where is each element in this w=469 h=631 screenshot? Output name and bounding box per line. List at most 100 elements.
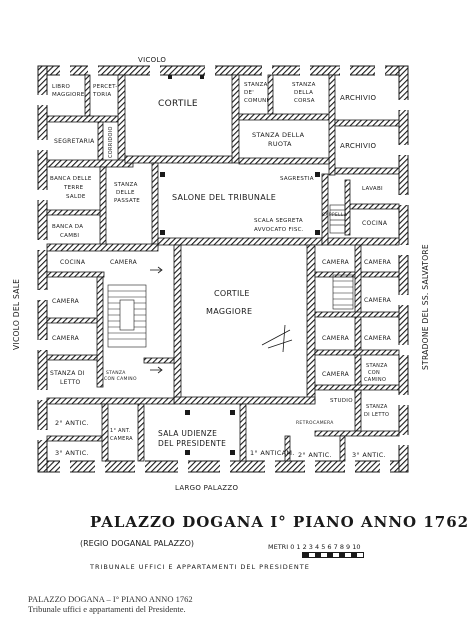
street-north: VICOLO bbox=[138, 56, 166, 64]
room-label-line: DELLA bbox=[294, 90, 313, 96]
room-label-line: STANZA bbox=[292, 82, 316, 88]
room-label-line: SCALA SEGRETA bbox=[254, 218, 303, 224]
room-cappella: CAPPELLA bbox=[322, 212, 348, 218]
room-label-line: TERRE bbox=[63, 185, 84, 191]
scale-label: METRI 0 1 2 3 4 5 6 7 8 9 10 bbox=[268, 543, 361, 551]
room-camera-w1: CAMERA bbox=[110, 259, 138, 266]
room-label-line: PASSATE bbox=[114, 198, 140, 204]
room-label-line: LETTO bbox=[60, 379, 81, 386]
room-label-line: STANZA bbox=[366, 363, 388, 369]
room-label-line: TORIA bbox=[92, 92, 111, 98]
room-anticamera-1-s: 1° ANTICAM. bbox=[250, 449, 295, 457]
street-east: STRADONE DEL SS. SALVATORE bbox=[421, 244, 430, 370]
room-anticamera-2-w: 2° ANTIC. bbox=[55, 419, 89, 427]
room-label-line: DEL PRESIDENTE bbox=[158, 439, 226, 448]
room-label-line: CAMERA bbox=[110, 436, 133, 442]
room-studio: STUDIO bbox=[330, 398, 353, 404]
plan-title: PALAZZO DOGANA I° PIANO ANNO 1762 bbox=[90, 513, 469, 531]
room-label-line: MAGGIORE bbox=[206, 307, 252, 316]
room-archivio-2: ARCHIVIO bbox=[340, 142, 376, 150]
room-anticamera-1-w: 1° ANT. CAMERA bbox=[110, 428, 133, 442]
room-label-line: SALA UDIENZE bbox=[158, 429, 217, 438]
room-percettoria: PERCET- TORIA bbox=[92, 84, 120, 98]
plan-description: TRIBUNALE UFFICI E APPARTAMENTI DEL PRES… bbox=[90, 563, 310, 571]
room-banca-da-cambi: BANCA DA CAMBI bbox=[52, 224, 85, 239]
street-south: LARGO PALAZZO bbox=[175, 484, 238, 492]
room-label-line: CON CAMINO bbox=[104, 376, 137, 382]
room-anticamera-2-s: 2° ANTIC. bbox=[298, 451, 332, 459]
room-stanza-della-corsa: STANZA DELLA CORSA bbox=[292, 82, 318, 104]
room-sala-udienze: SALA UDIENZE DEL PRESIDENTE bbox=[158, 429, 226, 448]
room-lavabi: LAVABI bbox=[362, 186, 383, 192]
room-label-line: CAMINO bbox=[364, 377, 386, 383]
room-retrocamera: RETROCAMERA bbox=[296, 420, 334, 426]
room-label-line: DELLE bbox=[116, 190, 135, 196]
room-label-line: 1° ANT. bbox=[110, 428, 131, 434]
room-label-line: CORTILE bbox=[214, 289, 250, 298]
window-openings bbox=[37, 65, 409, 473]
caption-line-1: PALAZZO DOGANA – I° PIANO ANNO 1762 bbox=[28, 594, 193, 604]
plan-subtitle: (REGIO DOGANAL PALAZZO) bbox=[80, 539, 194, 548]
room-camera-e1: CAMERA bbox=[322, 259, 350, 266]
room-banca-delle-terre-salde: BANCA DELLE TERRE SALDE bbox=[50, 176, 94, 200]
room-label-line: STANZA DELLA bbox=[252, 131, 305, 139]
room-sagrestia: SAGRESTIA bbox=[280, 176, 314, 182]
room-label-line: STANZA bbox=[106, 370, 126, 376]
room-cocina-e: COCINA bbox=[362, 220, 388, 227]
caption: PALAZZO DOGANA – I° PIANO ANNO 1762 Trib… bbox=[28, 594, 193, 614]
scale-bar bbox=[302, 552, 364, 558]
room-camera-e3: CAMERA bbox=[364, 297, 392, 304]
room-label-line: BANCA DELLE bbox=[50, 176, 92, 182]
caption-line-2: Tribunale uffici e appartamenti del Pres… bbox=[28, 604, 186, 614]
room-archivio-1: ARCHIVIO bbox=[340, 94, 376, 102]
direction-marks bbox=[150, 266, 293, 374]
room-camera-w2: CAMERA bbox=[52, 298, 80, 305]
room-salone-del-tribunale: SALONE DEL TRIBUNALE bbox=[172, 193, 276, 202]
room-stanza-della-ruota: STANZA DELLA RUOTA bbox=[252, 131, 307, 148]
room-label-line: RUOTA bbox=[268, 140, 292, 148]
metri-label: METRI bbox=[268, 543, 289, 551]
room-label-line: LIBRO bbox=[52, 84, 70, 90]
room-stanza-delle-passate: STANZA DELLE PASSATE bbox=[114, 182, 140, 204]
room-cortile-maggiore: CORTILE MAGGIORE bbox=[206, 289, 253, 316]
room-label-line: STANZA bbox=[366, 404, 388, 410]
interior-walls bbox=[46, 74, 400, 462]
room-label-line: CON bbox=[368, 370, 380, 376]
room-label-line: STANZA bbox=[244, 82, 268, 88]
room-label-line: STANZA DI bbox=[50, 370, 85, 377]
room-label-line: AVVOCATO FISC. bbox=[254, 227, 304, 233]
room-segretaria: SEGRETARIA bbox=[54, 138, 95, 145]
room-camera-e6: CAMERA bbox=[322, 371, 350, 378]
room-label-line: MAGGIORE bbox=[52, 92, 85, 98]
room-cortile: CORTILE bbox=[158, 99, 198, 109]
room-label-line: COMUNI bbox=[244, 98, 269, 104]
title-block: PALAZZO DOGANA I° PIANO ANNO 1762 (REGIO… bbox=[80, 513, 468, 583]
room-label-line: DI LETTO bbox=[364, 412, 389, 418]
room-label-line: SALDE bbox=[66, 194, 86, 200]
metri-scale-numbers: 0 1 2 3 4 5 6 7 8 9 10 bbox=[290, 543, 361, 551]
room-stanza-de-comuni: STANZA DE' COMUNI bbox=[244, 82, 270, 104]
room-camera-e5: CAMERA bbox=[364, 335, 392, 342]
room-stanza-con-camino-e: STANZA CON CAMINO bbox=[364, 363, 390, 383]
room-label-line: BANCA DA bbox=[52, 224, 83, 230]
floor-plan: VICOLO LARGO PALAZZO VICOLO DEL SALE STR… bbox=[12, 56, 430, 492]
room-scala-segreta: SCALA SEGRETA AVVOCATO FISC. bbox=[254, 218, 305, 233]
room-label-line: CAMBI bbox=[60, 233, 79, 239]
street-west: VICOLO DEL SALE bbox=[12, 279, 21, 350]
room-anticamera-3-w: 3° ANTIC. bbox=[55, 449, 89, 457]
room-camera-e4: CAMERA bbox=[322, 335, 350, 342]
room-camera-e2: CAMERA bbox=[364, 259, 392, 266]
room-label-line: CORSA bbox=[294, 98, 315, 104]
room-stanza-con-camino-w: STANZA CON CAMINO bbox=[104, 370, 137, 382]
room-camera-w3: CAMERA bbox=[52, 335, 80, 342]
room-anticamera-3-s: 3° ANTIC. bbox=[352, 451, 386, 459]
room-stanza-di-letto-e: STANZA DI LETTO bbox=[364, 404, 390, 418]
staircase bbox=[107, 204, 354, 348]
room-libro-maggiore: LIBRO MAGGIORE bbox=[52, 84, 85, 98]
room-stanza-di-letto-w: STANZA DI LETTO bbox=[50, 370, 87, 386]
room-label-line: PERCET- bbox=[93, 84, 118, 90]
outer-walls bbox=[37, 65, 409, 473]
room-label-line: STANZA bbox=[114, 182, 138, 188]
columns bbox=[160, 75, 320, 455]
room-corridoio: CORRIDOIO bbox=[108, 126, 114, 158]
